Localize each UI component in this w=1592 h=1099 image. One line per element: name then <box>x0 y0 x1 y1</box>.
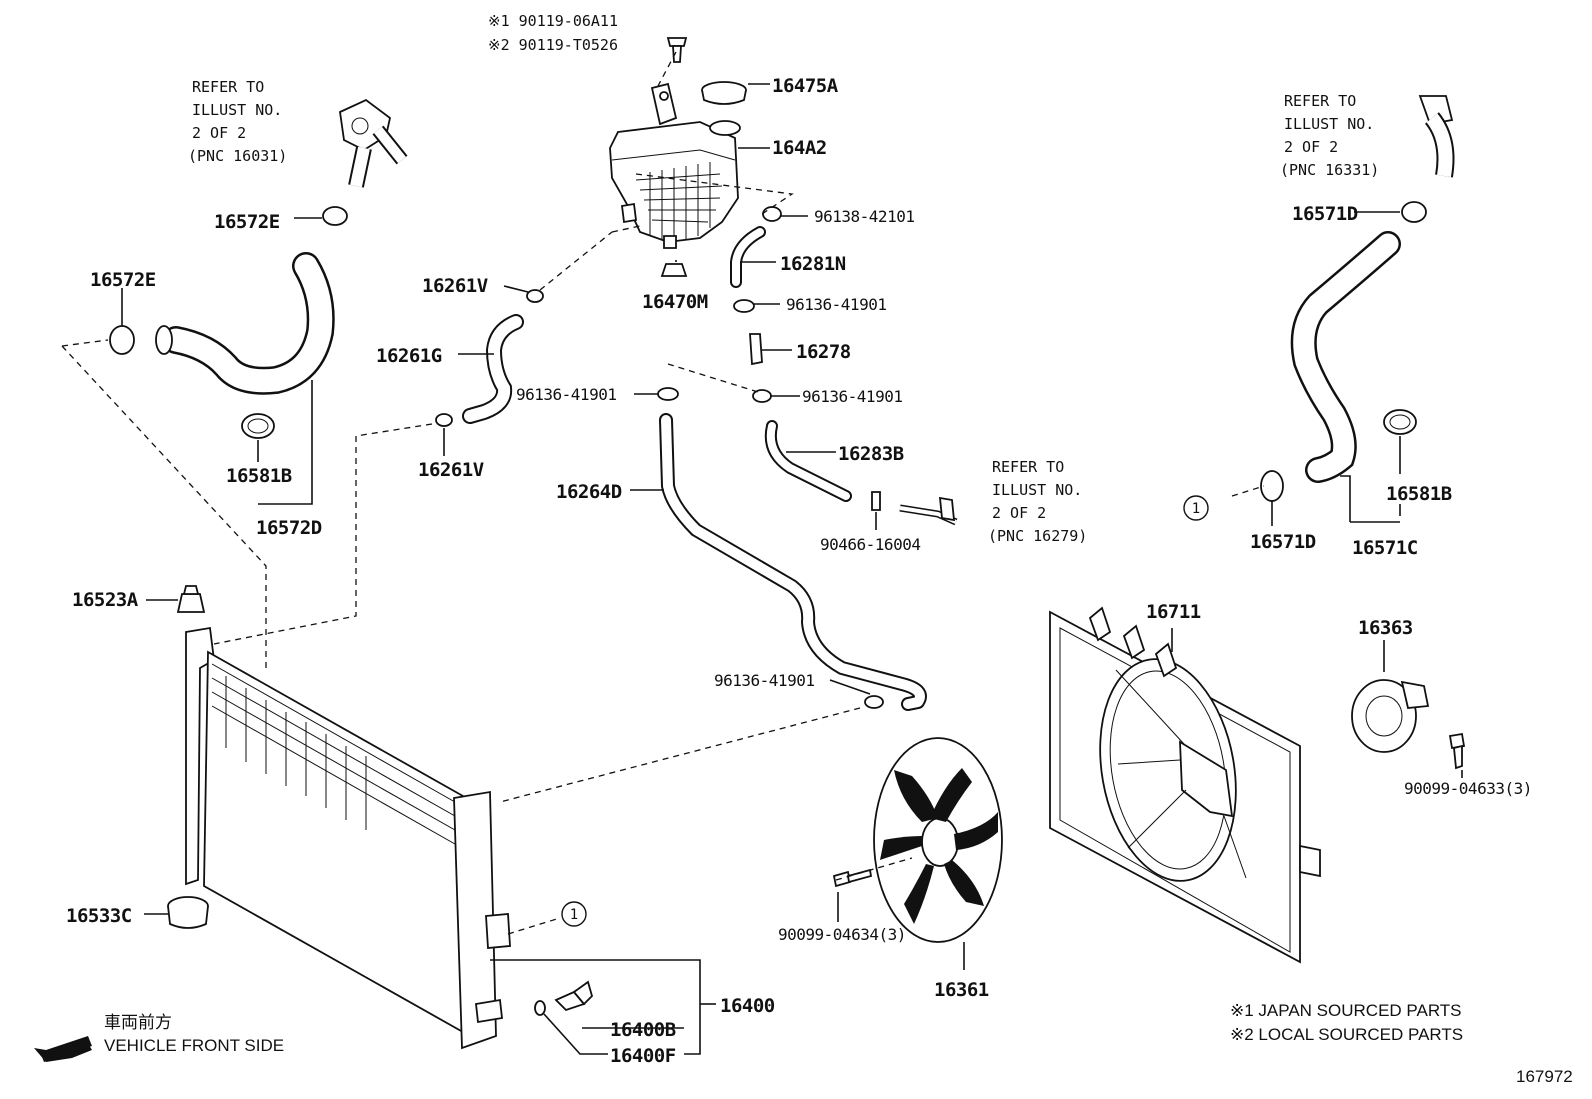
label-164A2: 164A2 <box>772 137 827 159</box>
vehicle-front-arrow-icon <box>34 1036 92 1062</box>
label-90466-16004: 90466-16004 <box>820 535 920 554</box>
refer-right-line3: 2 OF 2 <box>1284 138 1338 156</box>
footnote-local-sourced: ※2 LOCAL SOURCED PARTS <box>1230 1025 1463 1044</box>
refer-left-line2: ILLUST NO. <box>192 101 282 119</box>
label-96136-41901-upper: 96136-41901 <box>786 295 886 314</box>
union-16278 <box>749 333 763 366</box>
label-16572D: 16572D <box>256 517 322 539</box>
label-16581B-right: 16581B <box>1386 483 1452 505</box>
cushion-16523A <box>176 585 206 613</box>
label-16572E-top: 16572E <box>214 211 280 233</box>
label-16283B: 16283B <box>838 443 904 465</box>
hose-16283B <box>764 420 852 502</box>
drain-cock-16400B <box>554 980 594 1012</box>
label-90099-04634: 90099-04634(3) <box>778 925 906 944</box>
reservoir-tank-assembly <box>609 82 741 249</box>
footnote-japan-sourced: ※1 JAPAN SOURCED PARTS <box>1230 1001 1462 1020</box>
fan-16361 <box>873 737 1003 943</box>
label-96136-41901-right: 96136-41901 <box>802 387 902 406</box>
refer-left-line3: 2 OF 2 <box>192 124 246 142</box>
label-16278: 16278 <box>796 341 851 363</box>
refer-right-line2: ILLUST NO. <box>1284 115 1374 133</box>
label-16261V-bottom: 16261V <box>418 459 484 481</box>
clip-90466-16004 <box>871 491 881 511</box>
clamp-16572E-left <box>109 325 135 355</box>
diagram-id: 167972 <box>1516 1067 1573 1086</box>
bolt-note-line1: ※1 90119-06A11 <box>488 12 618 30</box>
refer-mid-line4: (PNC 16279) <box>988 527 1087 545</box>
refer-mid-line3: 2 OF 2 <box>992 504 1046 522</box>
motor-16363 <box>1351 679 1430 753</box>
hose-16264D <box>659 413 927 711</box>
screw-90099-04633 <box>1448 732 1466 770</box>
screw-90099-04634 <box>832 868 873 888</box>
label-16264D: 16264D <box>556 481 622 503</box>
outlet-pnc-16331 <box>1418 95 1455 178</box>
label-90099-04633: 90099-04633(3) <box>1404 779 1532 798</box>
label-16571D-top: 16571D <box>1292 203 1358 225</box>
outlet-pnc-16031 <box>339 98 408 188</box>
label-16533C: 16533C <box>66 905 132 927</box>
pipe-pnc-16279 <box>899 496 958 526</box>
clamp-16581B-left <box>241 413 275 439</box>
bolt-90119 <box>666 37 688 63</box>
label-16475A: 16475A <box>772 75 839 97</box>
gasket-16400F <box>534 1000 546 1016</box>
connection-lines <box>61 51 1265 935</box>
clamp-16261V-top <box>526 289 544 303</box>
clamp-96138-42101 <box>762 206 782 222</box>
refer-right-line4: (PNC 16331) <box>1280 161 1379 179</box>
hose-16281N <box>730 226 766 288</box>
label-16523A: 16523A <box>72 589 139 611</box>
label-16363: 16363 <box>1358 617 1413 639</box>
hose-16572D <box>155 252 335 395</box>
label-16400B: 16400B <box>610 1019 676 1041</box>
label-16261V-top: 16261V <box>422 275 488 297</box>
clamp-16571D-bottom <box>1260 470 1284 502</box>
clamp-96136-41901-upper <box>733 299 755 313</box>
refer-mid-line1: REFER TO <box>992 458 1064 476</box>
hose-16261G <box>462 314 524 424</box>
cushion-16533C <box>167 896 209 929</box>
reservoir-cap-16475A <box>701 81 747 105</box>
circle-marker-1-left: 1 <box>561 901 587 927</box>
leader-lines <box>121 83 1463 1055</box>
svg-text:1: 1 <box>1192 501 1200 517</box>
svg-text:1: 1 <box>570 907 578 923</box>
label-16571C: 16571C <box>1352 537 1418 559</box>
clamp-16572E-top <box>322 206 348 226</box>
vehicle-front-jp: 車両前方 <box>104 1013 172 1032</box>
refer-right-line1: REFER TO <box>1284 92 1356 110</box>
cap-16470M <box>660 263 688 277</box>
label-96138-42101: 96138-42101 <box>814 207 914 226</box>
shroud-16711 <box>1049 606 1321 964</box>
clamp-16261V-bottom <box>435 413 453 427</box>
label-16581B-left: 16581B <box>226 465 292 487</box>
label-96136-41901-mid: 96136-41901 <box>516 385 616 404</box>
refer-left-line4: (PNC 16031) <box>188 147 287 165</box>
clamp-16581B-right <box>1383 409 1417 435</box>
clamp-96136-41901-lower <box>864 695 884 709</box>
label-96136-41901-lower: 96136-41901 <box>714 671 814 690</box>
label-16361: 16361 <box>934 979 989 1001</box>
radiator-16400 <box>185 626 511 1050</box>
refer-left-line1: REFER TO <box>192 78 264 96</box>
clamp-96136-41901-mid <box>657 387 679 401</box>
refer-mid-line2: ILLUST NO. <box>992 481 1082 499</box>
circle-marker-1-right: 1 <box>1183 495 1209 521</box>
bolt-note-line2: ※2 90119-T0526 <box>488 36 618 54</box>
label-16400: 16400 <box>720 995 775 1017</box>
label-16572E-left: 16572E <box>90 269 156 291</box>
label-16261G: 16261G <box>376 345 442 367</box>
clamp-16571D-top <box>1401 201 1427 223</box>
hose-16571C <box>1290 231 1401 483</box>
label-16470M: 16470M <box>642 291 708 313</box>
label-16711: 16711 <box>1146 601 1201 623</box>
label-16281N: 16281N <box>780 253 846 275</box>
label-16400F: 16400F <box>610 1045 676 1067</box>
label-16571D-bottom: 16571D <box>1250 531 1316 553</box>
vehicle-front-en: VEHICLE FRONT SIDE <box>104 1036 284 1055</box>
